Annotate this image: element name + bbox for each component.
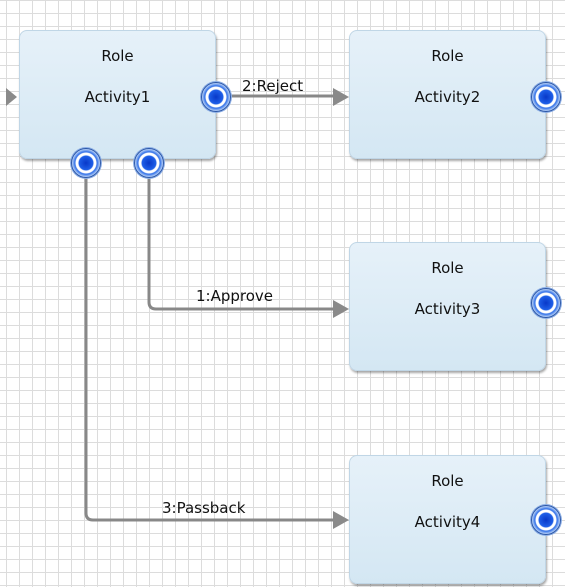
edge-passback[interactable] (84, 178, 336, 522)
output-port-icon[interactable] (531, 288, 561, 318)
arrow-head-passback (333, 511, 349, 529)
node-role-label: Role (431, 47, 464, 65)
output-port-icon[interactable] (71, 148, 101, 178)
output-port-icon[interactable] (134, 148, 164, 178)
node-role-label: Role (431, 472, 464, 490)
node-activity-name: Activity1 (84, 88, 151, 106)
connection-label-approve: 1:Approve (196, 287, 274, 305)
activity-node-4[interactable]: Role Activity4 (349, 455, 546, 584)
node-role-label: Role (101, 47, 134, 65)
activity-node-3[interactable]: Role Activity3 (349, 242, 546, 371)
arrow-head-reject (333, 88, 349, 106)
arrow-head-approve (333, 300, 349, 318)
connection-label-reject: 2:Reject (242, 77, 304, 95)
output-port-icon[interactable] (531, 505, 561, 535)
connection-label-passback: 3:Passback (162, 499, 246, 517)
incoming-arrow-activity1 (6, 88, 17, 106)
node-activity-name: Activity2 (414, 88, 481, 106)
output-port-icon[interactable] (531, 82, 561, 112)
node-role-label: Role (431, 259, 464, 277)
activity-node-1[interactable]: Role Activity1 (19, 30, 216, 159)
activity-node-2[interactable]: Role Activity2 (349, 30, 546, 159)
node-activity-name: Activity3 (414, 300, 481, 318)
output-port-icon[interactable] (201, 82, 231, 112)
node-activity-name: Activity4 (414, 513, 481, 531)
